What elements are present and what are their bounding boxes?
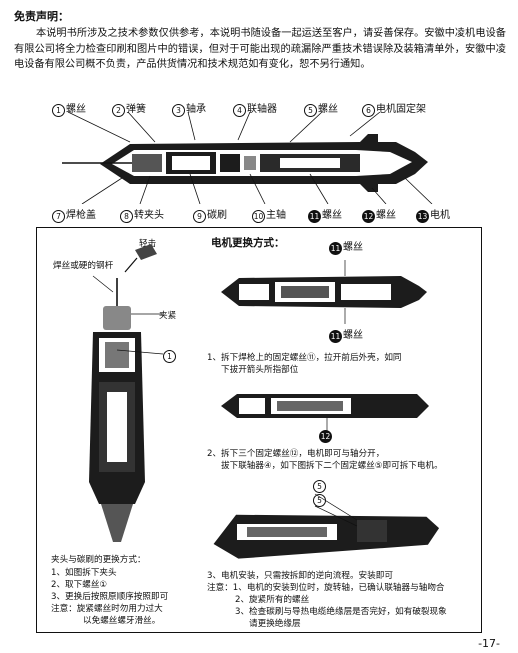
ref-12: 12 [319, 430, 332, 443]
motor-step-2b: 拔下联轴器④，如下图拆下二个固定螺丝⑤即可拆下电机。 [221, 461, 443, 471]
motor-replace-title: 电机更换方式： [211, 237, 285, 249]
left-note: 注意：旋紧螺丝时勿用力过大 [51, 604, 163, 614]
motor-note-2: 2、旋紧所有的螺丝 [235, 595, 310, 605]
left-step-2: 2、取下螺丝① [51, 580, 108, 590]
motor-removal-diagram [213, 493, 440, 559]
clamp-label: 夹紧 [159, 311, 177, 321]
ref-1: 1 [163, 350, 177, 363]
tap-label: 轻击 [139, 239, 157, 249]
page-number: -17- [478, 637, 500, 650]
motor-step-1b: 下拔开箭头所指部位 [221, 365, 299, 375]
motor-step-3: 3、电机安装，只需按拆卸的逆向流程。安装即可 [207, 571, 393, 581]
motor-note-1: 注意：1、电机的安装到位时，旋转轴，已确认联轴器与轴吻合 [207, 583, 445, 593]
left-step-3: 3、更换后按照原顺序按照即可 [51, 592, 169, 602]
motor-disassembly-diagram-2 [221, 394, 429, 434]
welding-gun-exploded-diagram [62, 112, 433, 204]
disclaimer-title: 免责声明： [14, 10, 69, 23]
rod-label: 焊丝或硬的钢杆 [53, 261, 114, 271]
collet-replacement-diagram [89, 244, 164, 542]
instruction-panel: 轻击 焊丝或硬的钢杆 夹紧 1 夹头与碳刷的更换方式： 1、如图拆下夹头 2、取… [36, 227, 482, 633]
motor-note-4: 请更换绝缘层 [249, 619, 301, 629]
left-caption-title: 夹头与碳刷的更换方式： [51, 555, 146, 565]
motor-note-3: 3、检查碳刷与导热电缆绝缘层是否完好，如有破裂现象 [235, 607, 447, 617]
left-step-1: 1、如图拆下夹头 [51, 568, 117, 578]
motor-disassembly-diagram-1 [221, 260, 427, 324]
motor-step-2a: 2、拆下三个固定螺丝⑫，电机即可与轴分开， [207, 449, 385, 459]
ref-5-top: 5 [313, 480, 327, 493]
left-note-cont: 以免螺丝螺牙滑丝。 [83, 616, 161, 626]
motor-step-1a: 1、拆下焊枪上的固定螺丝⑪，拉开前后外壳，如同 [207, 353, 402, 363]
disclaimer-body: 本说明书所涉及之技术参数仅供参考，本说明书随设备一起运送至客户，请妥善保存。安徽… [14, 28, 506, 70]
